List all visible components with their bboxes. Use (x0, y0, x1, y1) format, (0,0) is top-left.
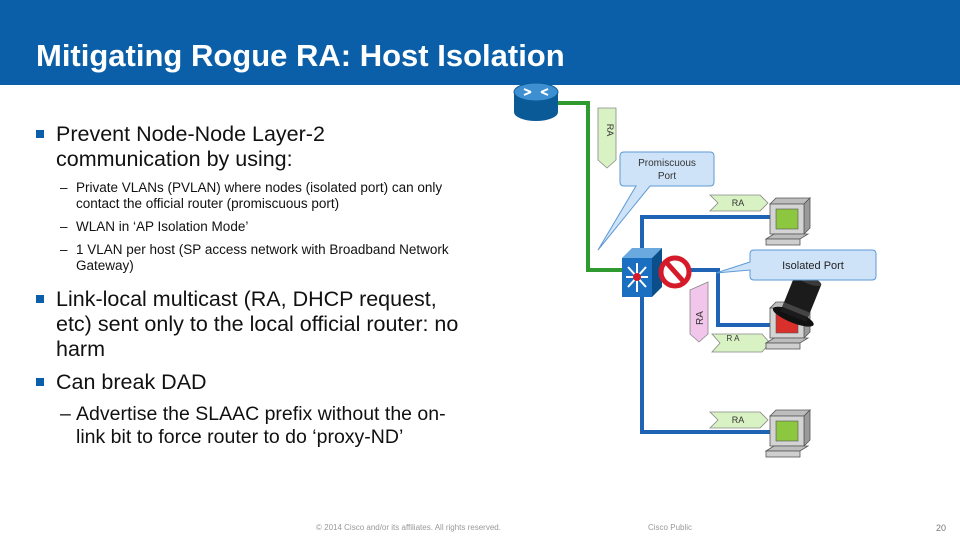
no-entry-icon (658, 255, 692, 289)
bullet-list: Prevent Node-Node Layer-2 communication … (34, 122, 474, 456)
ra-label: RA (732, 415, 745, 425)
bullet-1: Prevent Node-Node Layer-2 communication … (34, 122, 474, 172)
switch-icon (622, 248, 662, 297)
bullet-1-text: Prevent Node-Node Layer-2 communication … (56, 122, 325, 171)
footer-copyright: © 2014 Cisco and/or its affiliates. All … (316, 523, 501, 532)
bullet-marker-icon (36, 378, 44, 386)
ra-split-label: R A (727, 334, 741, 343)
isolated-port-callout: Isolated Port (715, 249, 877, 281)
ra-label: RA (732, 198, 745, 208)
ra-label: RA (695, 311, 706, 325)
ra-tag-host-3: RA (709, 411, 769, 429)
promiscuous-port-label-2: Port (658, 171, 677, 182)
bullet-3-text: Can break DAD (56, 370, 207, 394)
sub-bullet-1-2: –WLAN in ‘AP Isolation Mode’ (34, 219, 474, 235)
sub-bullet-1-2-text: WLAN in ‘AP Isolation Mode’ (76, 219, 249, 234)
slide-title: Mitigating Rogue RA: Host Isolation (36, 38, 565, 73)
bullet-2-text: Link-local multicast (RA, DHCP request, … (56, 287, 459, 361)
router-icon (513, 82, 559, 121)
bullet-marker-icon (36, 130, 44, 138)
sub-bullet-1-3-text: 1 VLAN per host (SP access network with … (76, 242, 449, 273)
dash-icon: – (60, 180, 68, 195)
bullet-2: Link-local multicast (RA, DHCP request, … (34, 287, 474, 362)
footer-classification: Cisco Public (648, 523, 693, 532)
sub-bullet-1-1: –Private VLANs (PVLAN) where nodes (isol… (34, 180, 474, 212)
computer-icon (764, 197, 811, 246)
sub-bullet-3-1: –Advertise the SLAAC prefix without the … (34, 403, 474, 449)
promiscuous-port-label-1: Promiscuous (638, 158, 696, 169)
ra-tag-rogue: RA (689, 281, 709, 343)
isolated-port-label: Isolated Port (782, 260, 844, 272)
router-uplink (556, 99, 628, 274)
sub-bullet-3-1-text: Advertise the SLAAC prefix without the o… (76, 403, 446, 448)
ra-tag-host-2: R A (711, 333, 771, 353)
sub-bullet-1-1-text: Private VLANs (PVLAN) where nodes (isola… (76, 180, 443, 211)
ra-tag-host-1: RA (709, 194, 769, 212)
sub-bullet-1-3: –1 VLAN per host (SP access network with… (34, 242, 474, 274)
bullet-marker-icon (36, 295, 44, 303)
ra-tag-router: RA (597, 107, 617, 169)
ra-label: RA (605, 124, 615, 137)
promiscuous-port-callout: Promiscuous Port (597, 151, 715, 251)
dash-icon: – (60, 403, 71, 425)
computer-icon (764, 409, 811, 458)
dash-icon: – (60, 219, 68, 234)
dash-icon: – (60, 242, 68, 257)
title-bar (0, 0, 960, 85)
page-number: 20 (935, 523, 946, 533)
bullet-3: Can break DAD (34, 370, 474, 395)
